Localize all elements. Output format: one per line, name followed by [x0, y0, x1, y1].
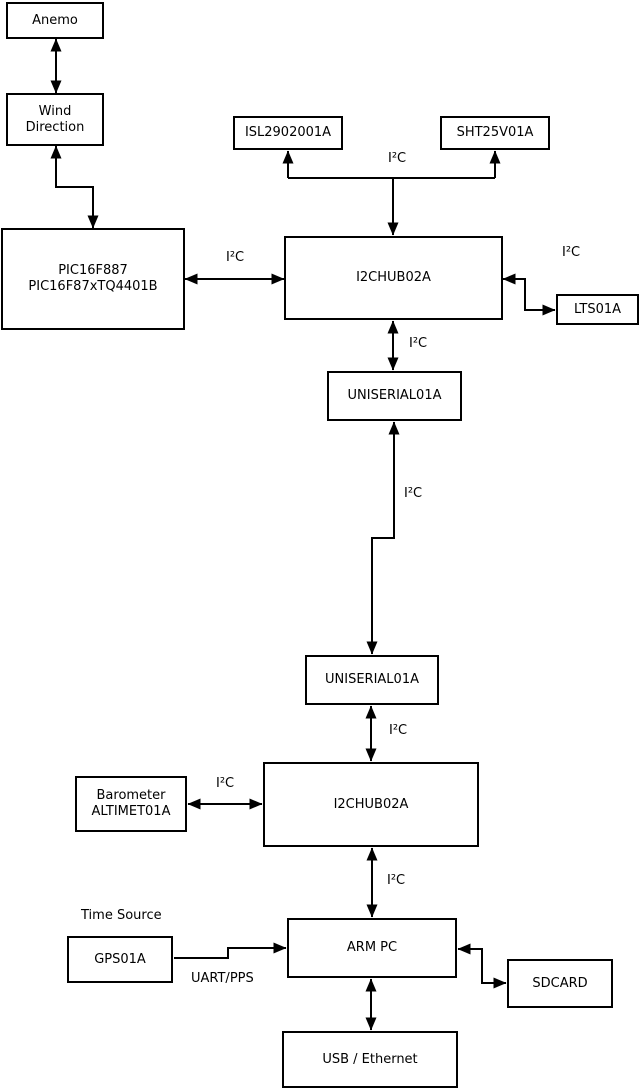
node-i2c-hub-lower: I2CHUB02A: [263, 762, 479, 847]
edge-wind-pic: [50, 145, 99, 229]
node-usb-ethernet: USB / Ethernet: [282, 1031, 458, 1088]
node-label: I2CHUB02A: [356, 270, 431, 285]
node-uniserial-lower: UNISERIAL01A: [305, 655, 439, 705]
node-isl2902001a: ISL2902001A: [233, 116, 343, 150]
edge-label-i2c-baro-hub2: I²C: [216, 776, 235, 791]
node-anemometer: Anemo: [6, 2, 104, 39]
edge-gps-armpc: [174, 942, 287, 959]
node-label: Direction: [25, 119, 85, 135]
node-sdcard: SDCARD: [507, 959, 613, 1008]
edge-label-i2c-hub1-uni1: I²C: [409, 336, 428, 351]
edge-label-i2c-uni2-hub2: I²C: [389, 723, 408, 738]
edge-hub1-lts: [502, 273, 556, 316]
edge-label-i2c-pic-hub1: I²C: [226, 250, 245, 265]
node-label: ARM PC: [346, 940, 398, 955]
node-gps01a: GPS01A: [67, 936, 173, 983]
node-label: SDCARD: [532, 975, 588, 991]
node-pic-microcontroller: PIC16F887 PIC16F87xTQ4401B: [1, 228, 185, 330]
edge-armpc-sdcard: [457, 943, 507, 989]
edge-label-i2c-sensor-bus: I²C: [388, 151, 407, 166]
node-label: USB / Ethernet: [322, 1051, 418, 1067]
node-label: UNISERIAL01A: [325, 672, 419, 687]
edge-uni1-uni2: [366, 421, 400, 655]
node-sht25v01a: SHT25V01A: [440, 116, 550, 150]
edge-label-i2c-uni1-uni2: I²C: [404, 486, 423, 501]
edge-label-uart-pps: UART/PPS: [191, 971, 254, 986]
node-label: PIC16F887: [58, 263, 128, 278]
node-label: GPS01A: [94, 951, 146, 967]
edge-label-i2c-hub2-armpc: I²C: [387, 873, 406, 888]
node-label: ISL2902001A: [244, 125, 332, 140]
node-label: SHT25V01A: [456, 125, 534, 140]
node-arm-pc: ARM PC: [287, 918, 457, 978]
node-lts01a: LTS01A: [556, 294, 639, 325]
node-i2c-hub-upper: I2CHUB02A: [284, 236, 503, 320]
node-wind-direction: Wind Direction: [6, 93, 104, 146]
node-label: UNISERIAL01A: [347, 388, 442, 403]
node-label: LTS01A: [573, 301, 622, 317]
node-label: Barometer: [96, 788, 166, 803]
node-label: PIC16F87xTQ4401B: [28, 279, 158, 294]
node-label: Anemo: [32, 12, 78, 28]
edge-label-i2c-hub1-lts: I²C: [562, 245, 581, 260]
node-label: ALTIMET01A: [91, 804, 171, 819]
node-label: I2CHUB02A: [333, 796, 409, 812]
label-time-source: Time Source: [81, 908, 162, 923]
node-barometer: Barometer ALTIMET01A: [75, 776, 187, 832]
node-label: Wind: [38, 103, 72, 119]
node-uniserial-upper: UNISERIAL01A: [327, 371, 462, 421]
